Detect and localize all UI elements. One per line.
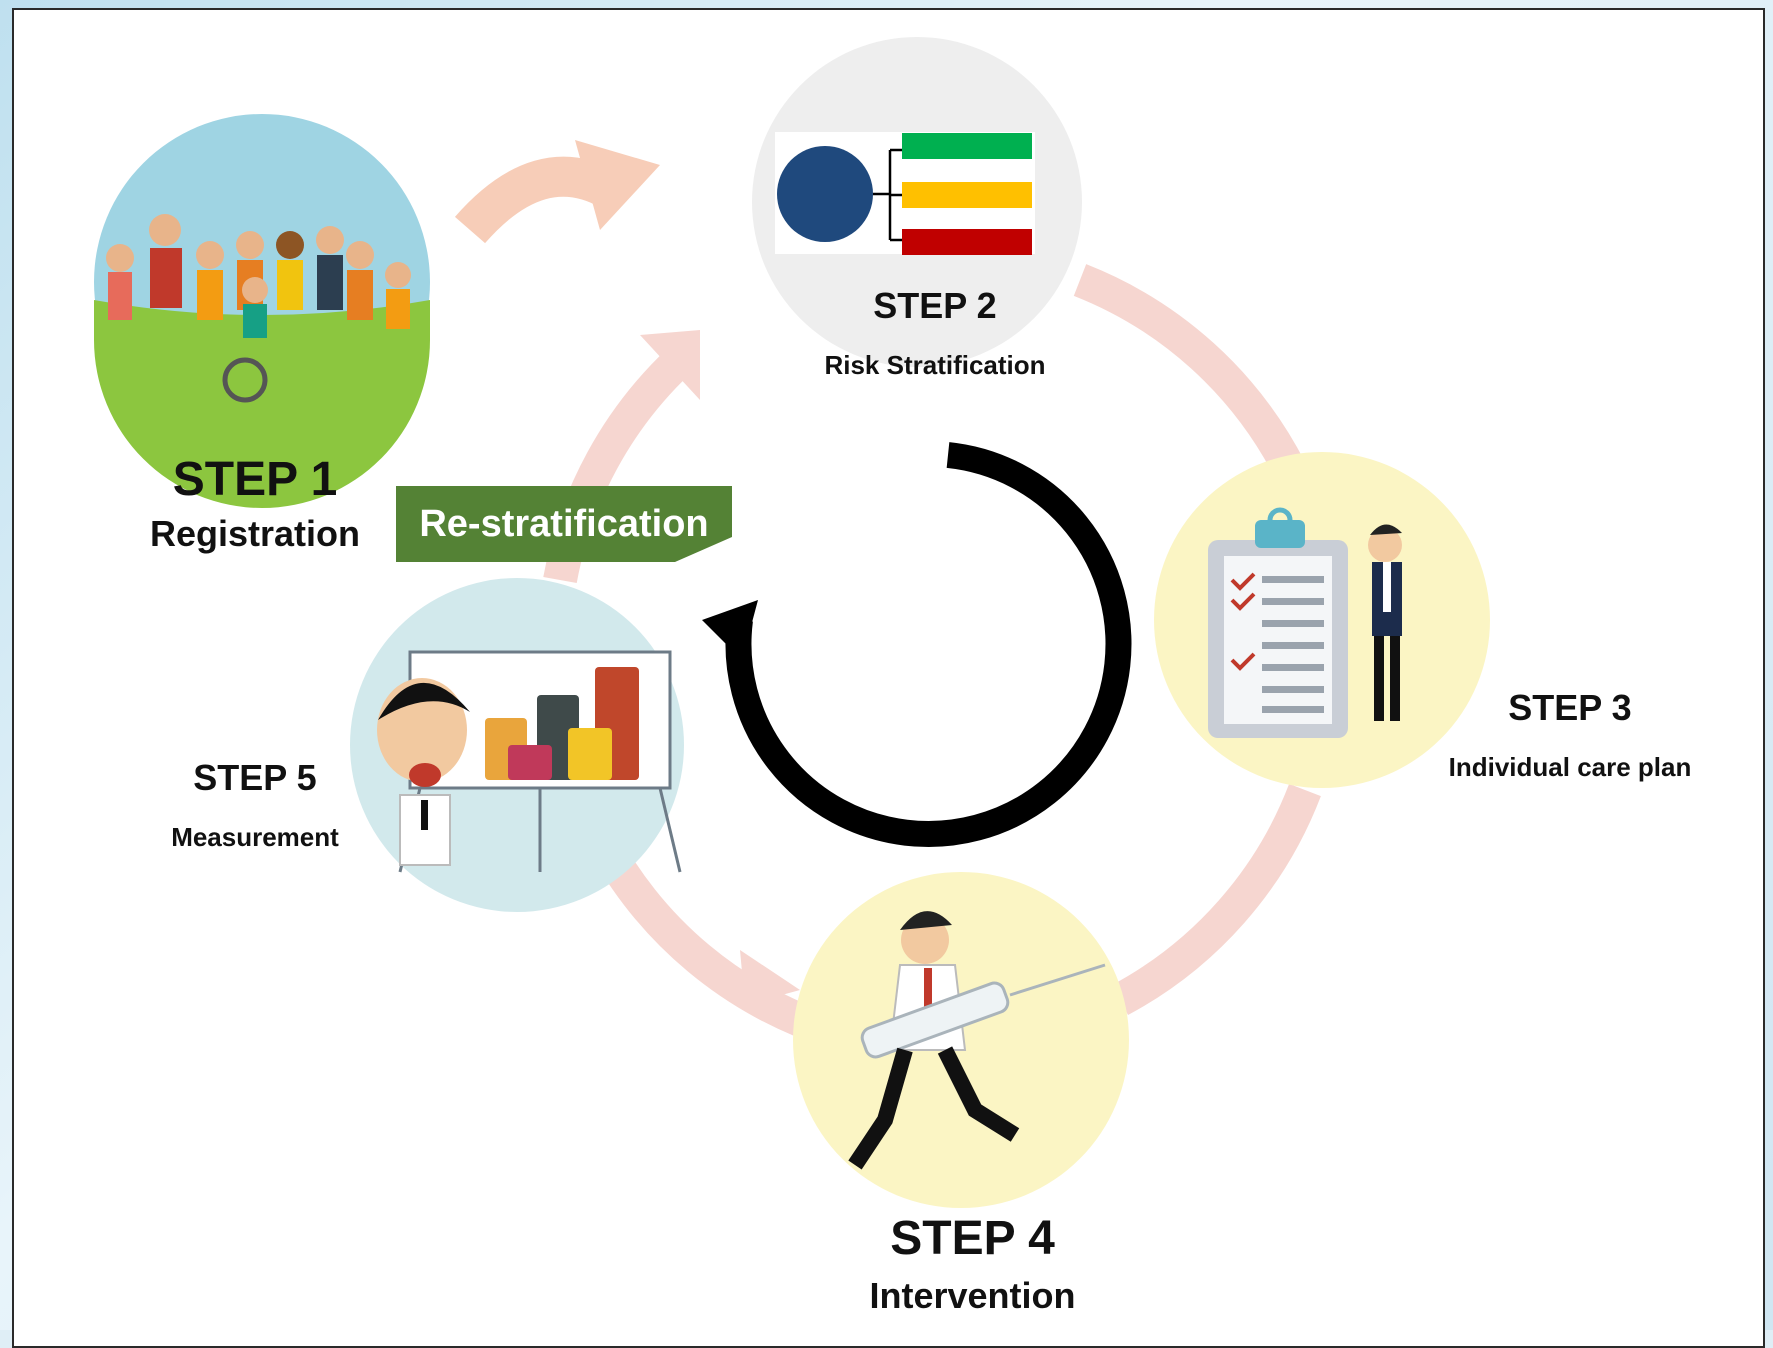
step2-image — [752, 37, 1082, 367]
step3-image — [1154, 452, 1490, 788]
restratification-label: Re-stratification — [419, 503, 709, 545]
risk-medium-bar — [902, 182, 1032, 208]
entry-arrowhead — [575, 140, 660, 230]
step5-image — [350, 578, 684, 912]
restratification-badge — [396, 486, 732, 562]
cycle-arrow-4-5 — [605, 860, 807, 1036]
step2-subtitle: Risk Stratification — [824, 350, 1046, 380]
center-arrowhead — [702, 600, 758, 660]
cycle-arrowhead-4 — [740, 950, 800, 1005]
step4-title: STEP 4 — [890, 1212, 1055, 1265]
step3-title: STEP 3 — [1508, 687, 1632, 728]
center-cycle-arrow — [725, 442, 1132, 847]
step2-title: STEP 2 — [873, 285, 997, 326]
step4-image — [793, 872, 1129, 1208]
cycle-arrow-3-4 — [1111, 783, 1321, 1015]
risk-high-bar — [902, 229, 1032, 255]
step5-subtitle: Measurement — [171, 822, 339, 852]
step5-title: STEP 5 — [193, 757, 317, 798]
cycle-ring — [543, 264, 1321, 1036]
step4-subtitle: Intervention — [869, 1275, 1076, 1316]
risk-node — [777, 146, 873, 242]
risk-low-bar — [902, 133, 1032, 159]
step1-subtitle: Registration — [149, 513, 361, 554]
cycle-arrowhead-5-2 — [640, 330, 700, 400]
step1-image — [94, 114, 430, 508]
step3-subtitle: Individual care plan — [1448, 752, 1692, 782]
cycle-arrow-2-3 — [1073, 264, 1306, 478]
step1-title: STEP 1 — [172, 453, 338, 506]
